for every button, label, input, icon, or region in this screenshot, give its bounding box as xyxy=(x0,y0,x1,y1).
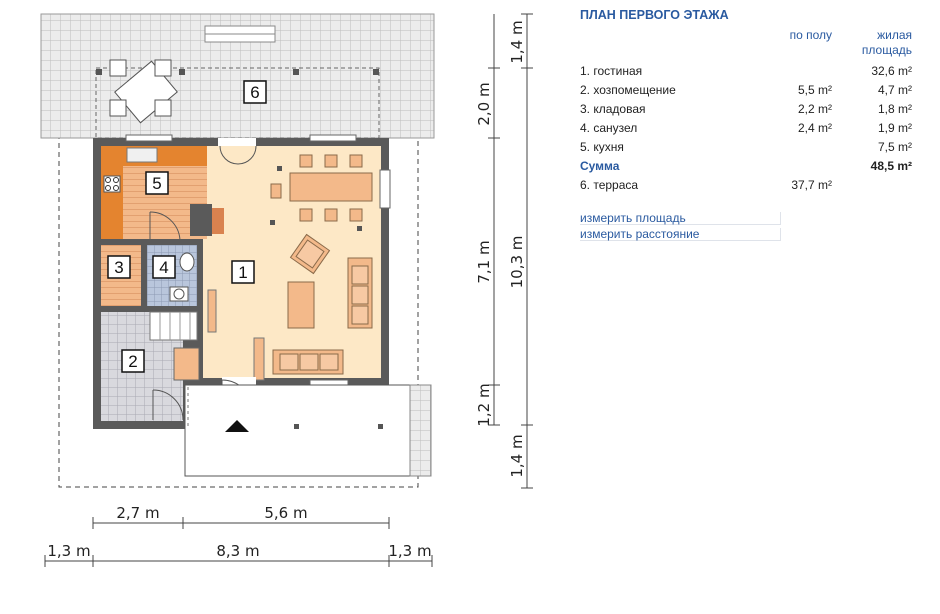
room-label-6: 6 xyxy=(243,80,267,104)
svg-text:4: 4 xyxy=(159,258,168,277)
legend-row: 3. кладовая 2,2 m² 1,8 m² xyxy=(580,102,912,116)
sofa-bottom xyxy=(272,349,344,375)
floor-plan: 1 2 3 4 5 6 2,7 m 5,6 m 1,3 m 8,3 m 1,3 … xyxy=(40,13,533,567)
outdoor-table-set xyxy=(109,59,178,124)
area-legend: ПЛАН ПЕРВОГО ЭТАЖА по полу жилая площадь… xyxy=(580,8,912,195)
svg-text:6: 6 xyxy=(250,83,259,102)
stairs xyxy=(149,311,198,341)
room-label-5: 5 xyxy=(145,171,169,195)
dim-label-1-4-top: 1,4 m xyxy=(508,20,526,63)
measure-distance-button[interactable]: измерить расстояние xyxy=(580,228,781,241)
terrace-inner-dashed xyxy=(95,67,380,139)
dim-label-1-4-bottom: 1,4 m xyxy=(508,434,526,477)
dimension-right-2 xyxy=(521,13,533,489)
dim-label-2-7: 2,7 m xyxy=(116,504,159,522)
dim-label-1-3-right: 1,3 m xyxy=(388,542,431,560)
dimension-bottom-2 xyxy=(44,555,433,567)
legend-row: 2. хозпомещение 5,5 m² 4,7 m² xyxy=(580,83,912,97)
dim-label-1-2: 1,2 m xyxy=(475,383,493,426)
legend-sum-row: Сумма 48,5 m² xyxy=(580,159,912,173)
dim-label-10-3: 10,3 m xyxy=(508,236,526,289)
dimension-bottom-1 xyxy=(92,517,390,529)
legend-title: ПЛАН ПЕРВОГО ЭТАЖА xyxy=(580,8,729,22)
svg-text:2: 2 xyxy=(128,352,137,371)
dim-label-2-0: 2,0 m xyxy=(475,82,493,125)
room-label-2: 2 xyxy=(121,349,145,373)
dim-label-8-3: 8,3 m xyxy=(216,542,259,560)
legend-terrace-row: 6. терраса 37,7 m² xyxy=(580,178,832,192)
roof-outline xyxy=(58,13,419,488)
svg-text:5: 5 xyxy=(152,174,161,193)
legend-row: 5. кухня 7,5 m² xyxy=(580,140,912,154)
room-label-3: 3 xyxy=(107,255,131,279)
room-label-1: 1 xyxy=(231,260,255,284)
front-terrace-strip xyxy=(409,384,432,477)
dim-label-7-1: 7,1 m xyxy=(475,240,493,283)
legend-header: по полу жилая площадь xyxy=(580,28,912,58)
dimension-right-1 xyxy=(488,14,500,426)
col-living-header: жилая площадь xyxy=(861,28,912,57)
legend-row: 4. санузел 2,4 m² 1,9 m² xyxy=(580,121,912,135)
room-label-4: 4 xyxy=(152,255,176,279)
col-floor-header: по полу xyxy=(789,28,832,42)
svg-text:1: 1 xyxy=(238,263,247,282)
dim-label-5-6: 5,6 m xyxy=(264,504,307,522)
legend-row: 1. гостиная 32,6 m² xyxy=(580,64,912,78)
svg-text:3: 3 xyxy=(114,258,123,277)
measure-area-button[interactable]: измерить площадь xyxy=(580,212,781,225)
armchair xyxy=(289,233,331,275)
measure-tools: измерить площадь измерить расстояние xyxy=(580,212,781,241)
dim-label-1-3-left: 1,3 m xyxy=(47,542,90,560)
sofa-right xyxy=(347,257,373,329)
